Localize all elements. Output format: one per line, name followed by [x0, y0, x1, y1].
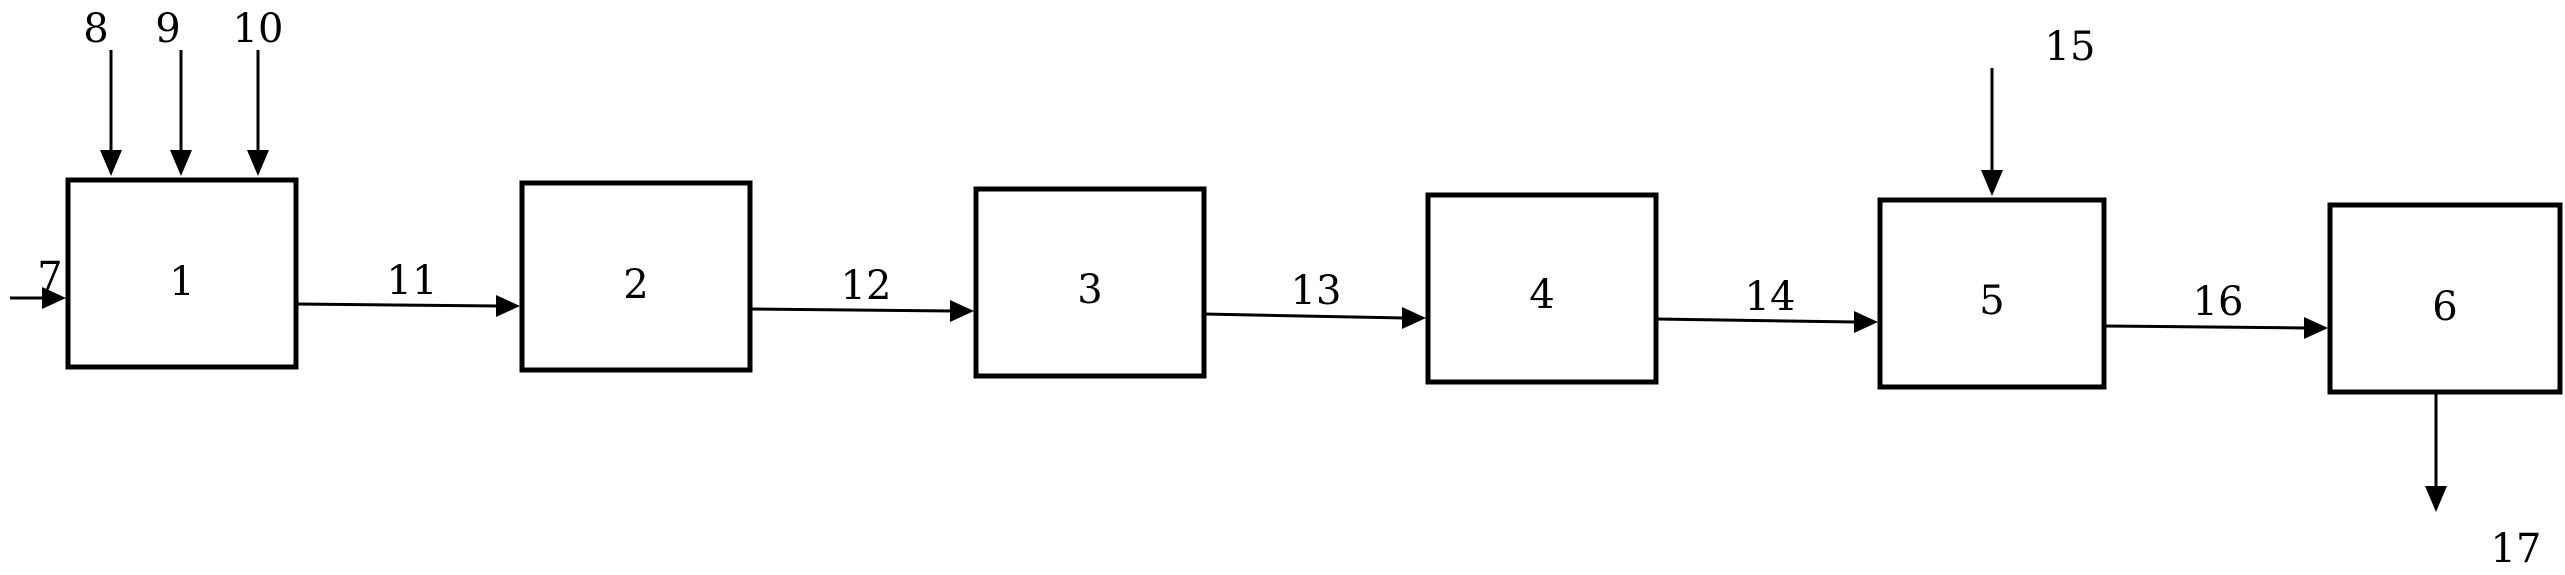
stream-14-label: 14: [1745, 274, 1796, 320]
arrow-14: 14: [1655, 274, 1878, 333]
block-6-label: 6: [2432, 284, 2457, 330]
stream-8-label: 8: [83, 6, 108, 52]
arrow-9: 9: [155, 6, 192, 176]
arrow-16: 16: [2103, 279, 2328, 339]
block-5-label: 5: [1979, 278, 2004, 324]
arrow-12: 12: [749, 263, 974, 322]
arrow-10: 10: [233, 6, 284, 176]
arrow-13: 13: [1203, 268, 1426, 329]
arrow-15: 15: [1981, 24, 2095, 196]
stream-15-label: 15: [2045, 24, 2096, 70]
stream-7-label: 7: [37, 254, 62, 300]
block-5: 5: [1877, 197, 2107, 390]
arrow-7: 7: [10, 254, 66, 309]
stream-16-label: 16: [2193, 279, 2244, 325]
stream-13-label: 13: [1291, 268, 1342, 314]
block-2-label: 2: [623, 262, 648, 308]
block-3-label: 3: [1077, 267, 1102, 313]
arrow-11: 11: [295, 258, 520, 317]
block-6: 6: [2327, 202, 2563, 395]
stream-10-label: 10: [233, 6, 284, 52]
stream-12-label: 12: [841, 263, 892, 309]
block-4: 4: [1425, 192, 1659, 385]
block-3: 3: [973, 186, 1207, 379]
stream-9-label: 9: [155, 6, 180, 52]
arrow-8: 8: [83, 6, 122, 176]
block-1: 1: [65, 177, 299, 370]
stream-17-label: 17: [2491, 526, 2542, 572]
block-4-label: 4: [1529, 272, 1554, 318]
stream-11-label: 11: [387, 258, 438, 304]
arrow-17: 17: [2425, 392, 2541, 572]
block-1-label: 1: [169, 259, 194, 305]
block-2: 2: [519, 180, 753, 373]
